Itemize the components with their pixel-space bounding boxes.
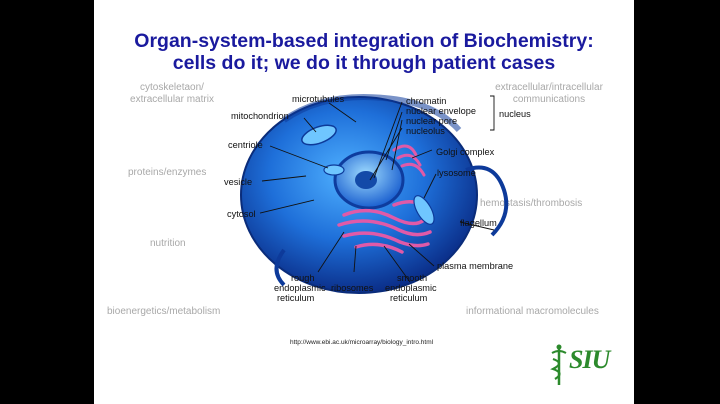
- label-centriole: centriole: [228, 140, 263, 150]
- label-plasma-membrane: plasma membrane: [437, 261, 513, 271]
- label-smooth-er-line1: smooth: [397, 273, 427, 283]
- label-nucleolus: nucleolus: [406, 126, 445, 136]
- cell-extension-shape: [274, 248, 286, 287]
- label-mitochondrion: mitochondrion: [231, 111, 289, 121]
- label-flagellum: flagellum: [460, 218, 497, 228]
- label-ribosomes: ribosomes: [331, 283, 374, 293]
- topic-nutrition: nutrition: [150, 238, 186, 249]
- slide-title-line2: cells do it; we do it through patient ca…: [172, 52, 556, 74]
- centriole-shape: [323, 164, 345, 176]
- flagellum-shape: [465, 165, 509, 237]
- label-smooth-er-line2: endoplasmic: [385, 283, 437, 293]
- label-vesicle: vesicle: [224, 177, 252, 187]
- topic-communications-line1: extracellular/intracellular: [495, 82, 603, 93]
- nucleolus-shape: [355, 171, 377, 189]
- animal-cell-diagram: microtubules mitochondrion centriole ves…: [224, 93, 531, 303]
- source-url: http://www.ebi.ac.uk/microarray/biology_…: [290, 339, 434, 346]
- label-microtubules: microtubules: [292, 94, 344, 104]
- endoplasmic-reticulum-shape: [337, 200, 432, 254]
- topic-cytoskeleton: cytoskeletaon/ extracellular matrix: [112, 82, 232, 106]
- cell-outer-membrane-shape: [282, 93, 462, 133]
- siu-logo-text: SIU: [569, 345, 610, 374]
- label-cytosol: cytosol: [227, 209, 256, 219]
- topic-cytoskeleton-line2: extracellular matrix: [130, 94, 214, 105]
- label-chromatin: chromatin: [406, 96, 446, 106]
- topic-proteins: proteins/enzymes: [128, 167, 207, 178]
- mitochondrion-shape: [301, 124, 337, 146]
- topic-cytoskeleton-line1: cytoskeletaon/: [140, 82, 204, 93]
- label-rough-er-line1: rough: [291, 273, 315, 283]
- lysosome-shape: [413, 195, 435, 225]
- caduceus-icon: [550, 344, 567, 385]
- label-golgi-complex: Golgi complex: [436, 147, 495, 157]
- topic-bioenergetics: bioenergetics/metabolism: [107, 306, 221, 317]
- label-leader-lines: [259, 95, 495, 283]
- label-lysosome: lysosome: [437, 168, 476, 178]
- label-nuclear-envelope: nuclear envelope: [406, 106, 476, 116]
- label-nucleus: nucleus: [499, 109, 531, 119]
- label-rough-er-line3: reticulum: [277, 293, 315, 303]
- label-smooth-er-line3: reticulum: [390, 293, 428, 303]
- label-rough-er-line2: endoplasmic: [274, 283, 326, 293]
- slide: Organ-system-based integration of Bioche…: [94, 0, 634, 404]
- topic-communications-line2: communications: [512, 94, 586, 105]
- label-nuclear-pore: nuclear pore: [406, 116, 457, 126]
- topic-communications: extracellular/intracellular communicatio…: [474, 82, 624, 106]
- topic-informational: informational macromolecules: [466, 306, 599, 317]
- slide-title-line1: Organ-system-based integration of Bioche…: [134, 30, 594, 52]
- siu-logo: SIU: [547, 343, 627, 387]
- topic-hemostasis: hemostasis/thrombosis: [480, 198, 583, 209]
